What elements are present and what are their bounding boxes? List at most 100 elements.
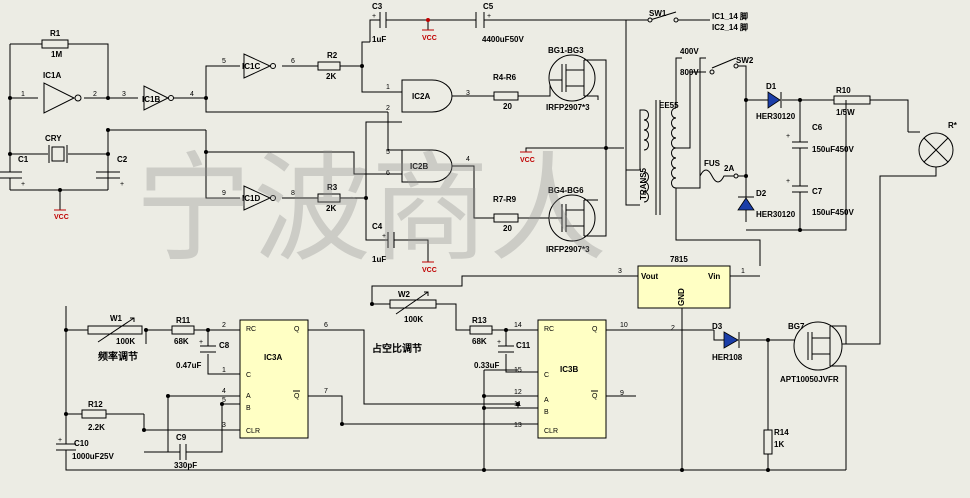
r4-value: 20	[503, 102, 512, 111]
svg-text:+: +	[21, 181, 25, 188]
gnd-label: GND	[677, 288, 686, 306]
c3-label: C3	[372, 2, 383, 11]
r14-value: 1K	[774, 440, 784, 449]
svg-text:4: 4	[466, 156, 470, 163]
bg4-value: IRFP2907*3	[546, 245, 590, 254]
ic3a-label: IC3A	[264, 353, 282, 362]
inverter-ic1a	[43, 82, 76, 114]
vcc-label-3: VCC	[422, 267, 437, 274]
svg-text:2: 2	[386, 105, 390, 112]
svg-text:1: 1	[21, 91, 25, 98]
c6-label: C6	[812, 123, 823, 132]
svg-text:1: 1	[222, 367, 226, 374]
mosfet-bg1	[548, 54, 596, 102]
c10-label: C10	[74, 439, 89, 448]
svg-text:6: 6	[386, 170, 390, 177]
svg-text:13: 13	[514, 422, 522, 429]
w1-value: 100K	[116, 337, 135, 346]
watermark-text: 宁波商人	[135, 140, 607, 278]
diode-d1	[767, 91, 781, 109]
hv-rectifier: D1 HER30120 R10 1/5W R* C6 150uF450V C7 …	[737, 82, 958, 345]
sw1-ic1-label: IC1_14 脚	[712, 11, 748, 21]
ic2a-label: IC2A	[412, 92, 430, 101]
chip-ic3b	[537, 319, 607, 439]
c10-value: 1000uF25V	[72, 452, 114, 461]
r3-label: R3	[327, 183, 338, 192]
inverter-ic1c	[243, 53, 272, 79]
r1-label: R1	[50, 29, 61, 38]
svg-text:3: 3	[466, 90, 470, 97]
tap-400v-label: 400V	[680, 47, 699, 56]
c11-value: 0.33uF	[474, 361, 499, 370]
duty-adjust-label: 占空比调节	[372, 342, 422, 355]
r2-label: R2	[327, 51, 338, 60]
vcc-label-1: VCC	[54, 214, 69, 221]
svg-text:C: C	[544, 372, 549, 379]
driver-inverters: IC1C 5 6 R2 2K IC1D 9 8 R3 2K	[204, 41, 402, 241]
svg-text:Q: Q	[592, 393, 598, 400]
fuse-label: FUS	[704, 159, 721, 168]
svg-text:6: 6	[324, 322, 328, 329]
svg-text:+: +	[120, 181, 124, 188]
svg-text:3: 3	[618, 268, 622, 275]
svg-text:1: 1	[741, 268, 745, 275]
resistor-r10	[833, 95, 871, 105]
tap-800v-label: 800V	[680, 68, 699, 77]
c3-value: 1uF	[372, 35, 386, 44]
sw1-label: SW1	[649, 9, 667, 18]
diode-d3	[723, 331, 739, 349]
r2-value: 2K	[326, 72, 336, 81]
vout-label: Vout	[641, 272, 659, 281]
svg-text:4: 4	[190, 91, 194, 98]
ic3b-label: IC3B	[560, 365, 578, 374]
ic2b-label: IC2B	[410, 162, 428, 171]
svg-text:7: 7	[324, 388, 328, 395]
svg-text:3: 3	[122, 91, 126, 98]
r11-value: 68K	[174, 337, 189, 346]
svg-text:10: 10	[620, 322, 628, 329]
svg-text:+: +	[487, 13, 491, 20]
coupling-caps: C3 1uF + C5 4400uF50V + VCC C4 1uF + VCC	[369, 2, 626, 274]
svg-text:B: B	[544, 409, 549, 416]
r1-value: 1M	[51, 50, 62, 59]
bg1-value: IRFP2907*3	[546, 103, 590, 112]
chip-ic3a	[239, 319, 309, 439]
svg-text:+: +	[58, 437, 62, 444]
r12-value: 2.2K	[88, 423, 105, 432]
c5-value: 4400uF50V	[482, 35, 524, 44]
output-stage: D3 HER108 BG7 APT10050JVFR R14 1K	[712, 321, 847, 472]
resistor-r14	[763, 429, 773, 455]
resistor-r1	[41, 39, 69, 49]
r14-label: R14	[774, 428, 789, 437]
r4-label: R4-R6	[493, 73, 517, 82]
svg-text:Q: Q	[592, 326, 598, 333]
svg-text:5: 5	[386, 149, 390, 156]
vcc-label-4: VCC	[520, 157, 535, 164]
c9-label: C9	[176, 433, 187, 442]
c5-label: C5	[483, 2, 494, 11]
r7-value: 20	[503, 224, 512, 233]
r10-label: R10	[836, 86, 851, 95]
bg7-label: BG7	[788, 322, 805, 331]
w2-value: 100K	[404, 315, 423, 324]
svg-text:6: 6	[291, 58, 295, 65]
ic1d-label: IC1D	[242, 194, 260, 203]
svg-text:8: 8	[291, 190, 295, 197]
c4-value: 1uF	[372, 255, 386, 264]
svg-text:1: 1	[386, 84, 390, 91]
potentiometer-w2	[389, 299, 437, 309]
svg-text:+: +	[786, 133, 790, 140]
d1-label: D1	[766, 82, 777, 91]
r3-value: 2K	[326, 204, 336, 213]
svg-text:CLR: CLR	[246, 428, 260, 435]
d2-value: HER30120	[756, 210, 796, 219]
c6-value: 150uF450V	[812, 145, 854, 154]
inverter-ic1b	[143, 85, 170, 111]
regulator-label: 7815	[670, 255, 688, 264]
c4-label: C4	[372, 222, 383, 231]
r13-value: 68K	[472, 337, 487, 346]
bg7-value: APT10050JVFR	[780, 375, 839, 384]
resistor-r11	[171, 325, 195, 335]
